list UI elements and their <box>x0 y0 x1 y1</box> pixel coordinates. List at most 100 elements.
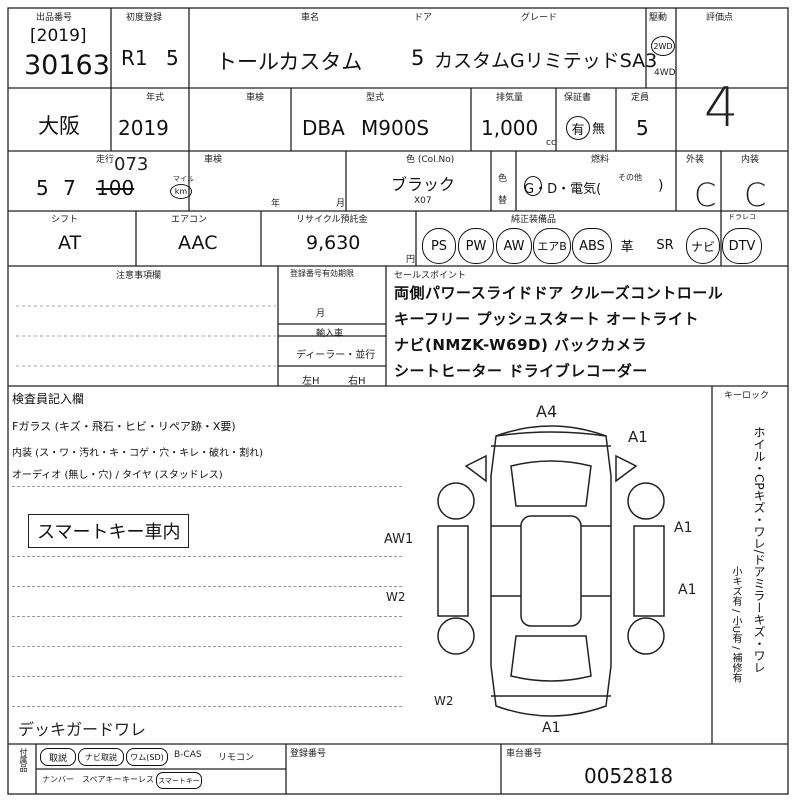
label-body-no: 車台番号 <box>506 749 543 759</box>
body-number: 0052818 <box>584 764 674 788</box>
label-car-name: 車名 <box>301 13 320 23</box>
interior-note: 内装 (ス・ワ・汚れ・キ・コゲ・穴・キレ・破れ・割れ) <box>12 448 263 459</box>
steering-right: 右H <box>348 376 366 387</box>
mileage-digits: 5 7 <box>36 176 80 200</box>
label-mileage: 走行 <box>96 155 115 165</box>
damage-w2-rear: W2 <box>434 694 454 708</box>
equip-aw: AW <box>496 228 532 264</box>
fuel: G・D・電気( <box>524 182 602 197</box>
f-glass-note: Fガラス (キズ・飛石・ヒビ・リペア跡・X要) <box>12 420 236 433</box>
mileage-unit-km-circled: km <box>170 184 192 199</box>
grade: カスタムGリミテッドSA3 <box>434 50 658 72</box>
equip-sunroof: SR <box>656 237 674 253</box>
fuel-g-circle <box>524 176 542 196</box>
reg-expiry-month: 月 <box>316 309 326 319</box>
mileage-old: 100 <box>96 176 135 200</box>
label-warranty: 保証書 <box>564 93 592 103</box>
displacement-unit: cc <box>546 138 556 148</box>
label-inspection-2: 車検 <box>204 155 223 165</box>
evaluation-score: 4 <box>704 76 739 139</box>
damage-a1-right-2: A1 <box>678 582 697 598</box>
equip-leather: 革 <box>620 239 634 255</box>
first-reg-era: R1 <box>121 46 148 70</box>
inspection-year: 年 <box>271 199 281 209</box>
label-reg-no: 登録番号 <box>290 749 327 759</box>
label-reg-expiry: 登録番号有効期限 <box>290 269 354 278</box>
acc-spare-key: スペアキー <box>82 775 122 784</box>
lot-number: 30163 <box>24 50 110 81</box>
sunroof-tag: ドラレコ <box>728 213 756 221</box>
recycle-fee: 9,630 <box>306 232 361 254</box>
damage-a1-front-right: A1 <box>628 428 648 446</box>
acc-sd: ワム(SD) <box>126 748 168 766</box>
label-first-reg: 初度登録 <box>126 13 163 23</box>
label-color: 色 (Col.No) <box>406 155 455 165</box>
label-inspector: 検査員記入欄 <box>12 392 85 406</box>
displacement: 1,000 <box>481 116 539 140</box>
dealer-option: ディーラー・並行 <box>296 350 376 361</box>
acc-plate: ナンバー <box>42 775 74 784</box>
acc-keyless: キーレス <box>122 775 154 784</box>
label-interior: 内装 <box>741 155 760 165</box>
first-reg-month: 5 <box>166 46 179 70</box>
acc-remote: リモコン <box>218 753 255 763</box>
smart-key-note: スマートキー車内 <box>28 514 190 548</box>
label-sales-points: セールスポイント <box>394 271 467 281</box>
label-import: 輸入車 <box>316 329 344 339</box>
sales-point-1: 両側パワースライドドア クルーズコントロール <box>394 284 724 302</box>
equip-navi: ナビ <box>686 228 720 264</box>
warranty-no: 無 <box>592 122 606 137</box>
door-count: 5 <box>411 46 425 70</box>
equip-dtv: DTV <box>722 228 762 264</box>
label-model: 型式 <box>366 93 385 103</box>
label-evaluation: 評価点 <box>706 13 734 23</box>
color: ブラック <box>391 175 456 194</box>
equip-abs: ABS <box>572 228 612 264</box>
car-diagram <box>437 425 665 717</box>
car-name: トールカスタム <box>216 50 363 74</box>
recycle-unit: 円 <box>406 255 416 265</box>
label-grade: グレード <box>521 13 558 23</box>
label-fuel: 燃料 <box>591 155 610 165</box>
label-recycle: リサイクル預託金 <box>296 215 368 225</box>
acc-navi-manual: ナビ取説 <box>78 748 124 766</box>
interior-grade: C <box>744 176 767 214</box>
accessories-side-label: 付属品 <box>19 748 28 772</box>
acc-smart-key: スマートキー <box>156 772 202 789</box>
model-prefix: DBA <box>302 116 345 140</box>
label-inspection: 車検 <box>246 93 265 103</box>
label-drive: 駆動 <box>649 13 668 23</box>
label-key-lock: キーロック <box>724 391 770 401</box>
side-note: ホイル・CPキズ・ワレ/ドアミラーキズ・ワレ <box>752 426 766 674</box>
mileage-unit-mile: マイル <box>173 175 194 183</box>
label-door: ドア <box>414 13 433 23</box>
damage-a1-right: A1 <box>674 520 693 536</box>
label-remarks: 注意事項欄 <box>116 271 162 281</box>
region: 大阪 <box>38 114 80 138</box>
damage-a1-rear: A1 <box>542 720 561 736</box>
model-code: M900S <box>361 116 430 140</box>
fuel-other: その他 <box>618 173 642 182</box>
drive-2wd-circled: 2WD <box>651 36 675 56</box>
audio-tire-note: オーディオ (無し・穴) / タイヤ (スタッドレス) <box>12 470 223 481</box>
year-bracket: [2019] <box>30 26 87 46</box>
sales-point-4: シートヒーター ドライブレコーダー <box>394 362 648 380</box>
ac: AAC <box>178 232 218 254</box>
shift: AT <box>58 232 82 254</box>
damage-a4: A4 <box>536 402 558 421</box>
color-change: 色替 <box>498 174 508 206</box>
label-exterior: 外装 <box>686 155 705 165</box>
label-year: 年式 <box>146 93 165 103</box>
warranty-yes-circled: 有 <box>566 116 590 140</box>
auction-sheet: 出品番号 初度登録 車名 ドア グレード 駆動 評価点 [2019] 30163… <box>6 6 790 796</box>
acc-bcas: B-CAS <box>174 750 202 760</box>
damage-w2: W2 <box>386 590 406 604</box>
deck-note: デッキガードワレ <box>18 720 147 739</box>
steering-left: 左H <box>302 376 320 387</box>
fuel-close-paren: ) <box>658 178 664 194</box>
drive-4wd: 4WD <box>654 68 676 78</box>
equip-airbag: エアB <box>533 228 571 264</box>
label-equipment: 純正装備品 <box>511 215 557 225</box>
exterior-grade: C <box>694 176 717 214</box>
equip-ps: PS <box>422 228 456 264</box>
